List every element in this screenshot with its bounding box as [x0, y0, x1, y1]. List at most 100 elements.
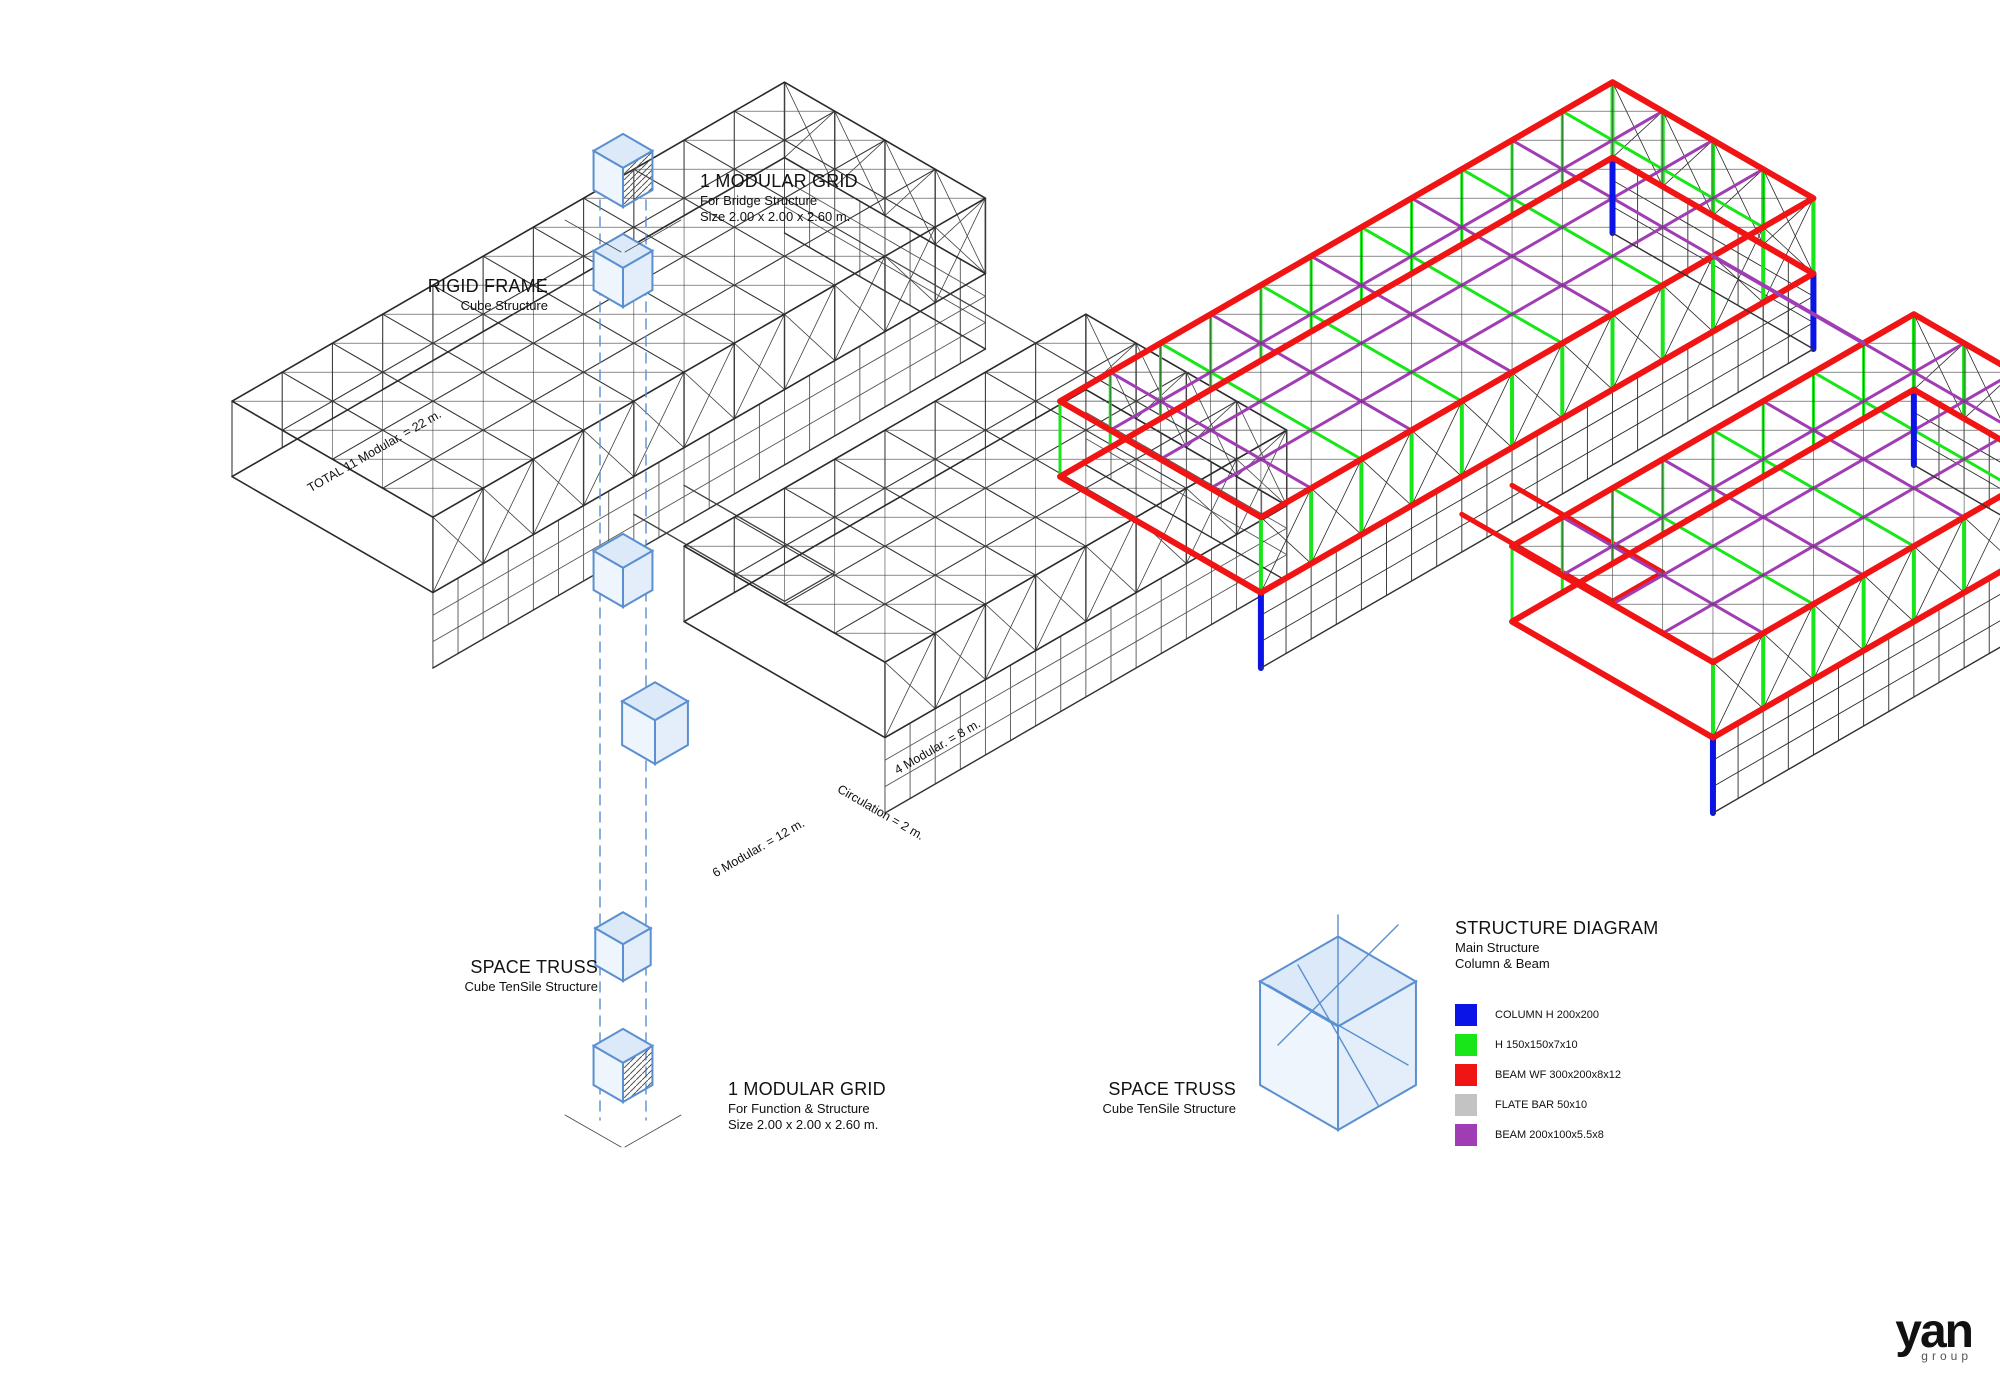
legend-label: BEAM 200x100x5.5x8: [1495, 1129, 1604, 1141]
brace: [683, 371, 735, 420]
dimension-tick: [564, 1114, 622, 1148]
space-truss-right-title: SPACE TRUSS: [1108, 1079, 1236, 1099]
brand-logo: yan group: [1895, 1308, 1974, 1364]
dimension-tick: [624, 219, 682, 253]
cube-right: [622, 149, 654, 209]
rigid-frame-title: RIGID FRAME: [427, 276, 548, 296]
perimeter-beam: [1509, 311, 2000, 666]
bridge-beam: [633, 513, 786, 602]
space-truss-left-title: SPACE TRUSS: [470, 957, 598, 977]
brace: [934, 632, 986, 680]
brace: [1913, 545, 1965, 593]
space-truss-left-sub: Cube TenSile Structure: [464, 978, 598, 994]
cube-space-truss: [593, 911, 653, 983]
perimeter-beam: [1057, 79, 1817, 521]
right-colored-model: [1057, 79, 2000, 816]
brace: [934, 226, 986, 275]
transom: [432, 322, 986, 643]
legend-swatch: [1455, 1034, 1477, 1056]
ground-edge: [432, 348, 987, 669]
legend-item-flate-bar: FLATE BAR 50x10: [1455, 1090, 1621, 1120]
modular-cubes: [564, 132, 1418, 1148]
legend-label: H 150x150x7x10: [1495, 1039, 1578, 1051]
bridge-beam: [683, 484, 836, 573]
brace: [1085, 545, 1137, 593]
cube-space-truss-inset: [620, 681, 690, 766]
legend-label: FLATE BAR 50x10: [1495, 1099, 1588, 1111]
brace: [432, 516, 484, 564]
brace: [784, 313, 836, 362]
grid-bottom-line1: For Function & Structure: [728, 1100, 870, 1116]
roof-rib: [1209, 167, 1765, 490]
cube-right: [622, 1044, 654, 1104]
brace: [1762, 168, 1814, 275]
brace: [583, 429, 635, 478]
brace: [1712, 661, 1764, 709]
brace: [1511, 371, 1563, 420]
label-space-truss-right: SPACE TRUSS Cube TenSile Structure: [1050, 1078, 1236, 1117]
glazing-side: [1913, 388, 2000, 516]
cube-space-truss-large: [1258, 914, 1418, 1132]
legend-label: COLUMN H 200x200: [1495, 1009, 1599, 1021]
cube-right: [622, 249, 654, 309]
grid-top-line2: Size 2.00 x 2.00 x 2.60 m.: [700, 208, 851, 224]
brace: [1813, 603, 1865, 651]
ground-edge: [1913, 464, 2000, 516]
transom: [1712, 620, 2000, 788]
bridge-beam: [1509, 482, 1666, 575]
logo-sub: group: [1921, 1349, 1972, 1363]
grid-bottom-line2: Size 2.00 x 2.00 x 2.60 m.: [728, 1116, 879, 1132]
perimeter-beam: [1509, 386, 2000, 741]
brace: [532, 458, 584, 507]
structure-diagram-line1: Main Structure: [1455, 939, 1540, 955]
ground-edge: [783, 232, 987, 350]
brace: [1762, 632, 1814, 680]
bridge-beam: [783, 571, 836, 602]
roof-rib: [281, 110, 836, 431]
cube-right: [622, 926, 652, 983]
connector: [984, 313, 1037, 344]
legend-item-beam-wf: BEAM WF 300x200x8x12: [1455, 1060, 1621, 1090]
transom: [1260, 322, 1814, 643]
brace: [884, 255, 936, 304]
legend-item-beam-small: BEAM 200x100x5.5x8: [1455, 1120, 1621, 1150]
rigid-frame-sub: Cube Structure: [460, 297, 548, 313]
brace: [482, 487, 534, 535]
connector: [1811, 312, 1866, 346]
ground-edge: [1712, 646, 2000, 814]
brace: [1561, 342, 1613, 391]
transom: [432, 295, 986, 616]
transom: [884, 554, 1288, 788]
transom: [1913, 438, 2000, 489]
label-rigid-frame: RIGID FRAME Cube Structure: [380, 275, 548, 314]
brace: [884, 661, 936, 709]
ground-edge: [884, 580, 1288, 814]
connector: [1710, 254, 1766, 288]
perimeter-beam: [1057, 154, 1817, 596]
glazing-front: [1712, 571, 2000, 814]
label-space-truss-left: SPACE TRUSS Cube TenSile Structure: [420, 956, 598, 995]
grid-top-line1: For Bridge Structure: [700, 192, 818, 208]
legend-swatch: [1455, 1124, 1477, 1146]
structure-diagram-title: STRUCTURE DIAGRAM: [1455, 918, 1659, 938]
brace: [733, 342, 785, 391]
legend-swatch: [1455, 1094, 1477, 1116]
grid-bottom-title: 1 MODULAR GRID: [728, 1079, 886, 1099]
brace: [985, 603, 1037, 651]
ground-edge: [1085, 464, 1288, 582]
brace: [1185, 487, 1237, 535]
legend-label: BEAM WF 300x200x8x12: [1495, 1069, 1621, 1081]
label-grid-bottom: 1 MODULAR GRID For Function & Structure …: [728, 1078, 886, 1133]
brace: [1612, 313, 1664, 362]
cube-right: [622, 549, 654, 609]
cube-rigid-frame: [591, 232, 655, 309]
cube-modular-grid-bottom: [591, 1027, 655, 1104]
label-structure-diagram: STRUCTURE DIAGRAM Main Structure Column …: [1455, 917, 1658, 972]
brace: [1461, 400, 1513, 449]
dimension-tick: [624, 1114, 682, 1148]
cube-modular-grid-top: [591, 132, 655, 209]
brace: [1411, 429, 1463, 478]
brace: [1260, 516, 1312, 564]
cube-rigid-frame-inset: [591, 532, 655, 609]
